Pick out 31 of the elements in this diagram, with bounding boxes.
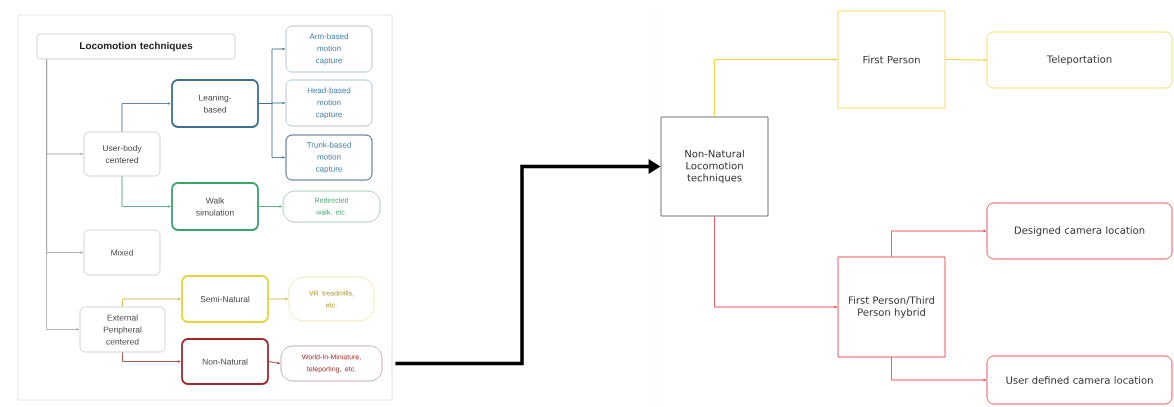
arrow <box>268 297 288 301</box>
process-box: Mixed <box>83 229 161 276</box>
process-box: External Peripheral centered <box>79 306 166 353</box>
process-box: User-body centered <box>83 131 161 177</box>
process-box: Non-Natural <box>181 338 269 385</box>
arrow <box>121 176 171 208</box>
arrow <box>714 216 837 309</box>
arrow <box>122 352 181 363</box>
process-box: Walk simulation <box>171 182 259 231</box>
process-box: First Person/Third Person hybrid <box>837 256 946 358</box>
arrow <box>945 58 986 62</box>
arrow <box>46 59 79 331</box>
process-box: Semi-Natural <box>181 275 269 323</box>
process-box: Head-based motion capture <box>285 79 373 127</box>
arrow <box>268 361 280 365</box>
title-box: Locomotion techniques <box>36 33 236 60</box>
process-box: Arm-based motion capture <box>285 25 373 73</box>
process-box: Designed camera location <box>986 202 1173 260</box>
process-box: User defined camera location <box>986 355 1173 405</box>
arrow <box>122 297 181 307</box>
arrow <box>258 205 282 208</box>
arrow <box>891 229 986 257</box>
process-box: Teleportation <box>986 31 1173 89</box>
arrow <box>714 58 837 117</box>
arrow <box>891 357 986 382</box>
process-box: Non-Natural Locomotion techniques <box>660 116 769 217</box>
arrow <box>258 103 285 159</box>
arrow <box>121 102 171 132</box>
process-box: Trunk-based motion capture <box>285 134 373 181</box>
process-box: Leaning-based <box>171 79 259 128</box>
process-box: First Person <box>837 10 946 109</box>
